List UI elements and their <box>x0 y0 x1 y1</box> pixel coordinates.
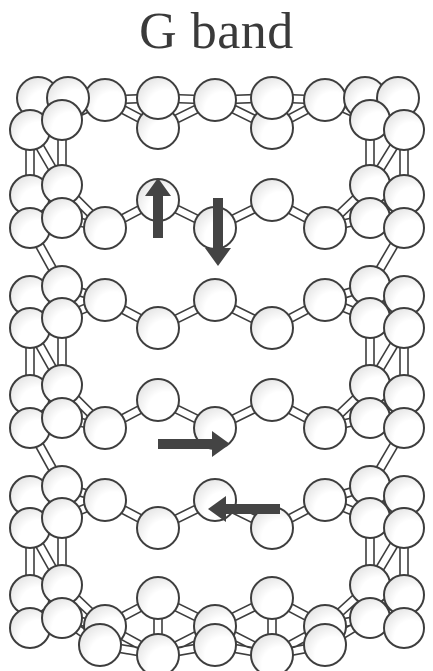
carbon-atom <box>303 478 347 522</box>
carbon-atom <box>136 506 180 550</box>
arrow-right-icon <box>158 431 230 457</box>
carbon-atom <box>250 178 294 222</box>
carbon-atom <box>41 99 83 141</box>
carbon-atom <box>41 597 83 639</box>
carbon-atom <box>136 378 180 422</box>
carbon-atom <box>303 278 347 322</box>
arrow-up-icon <box>145 178 171 238</box>
carbon-atom <box>303 78 347 122</box>
carbon-atom <box>250 576 294 620</box>
carbon-atom <box>383 407 425 449</box>
carbon-atom <box>41 497 83 539</box>
carbon-atom <box>41 397 83 439</box>
carbon-atom <box>83 406 127 450</box>
carbon-atom <box>250 378 294 422</box>
arrow-left-icon <box>208 496 280 522</box>
carbon-atom <box>250 76 294 120</box>
diagram-title: G band <box>139 3 294 60</box>
carbon-atom <box>250 306 294 350</box>
carbon-atom <box>83 278 127 322</box>
carbon-atom <box>193 623 237 667</box>
carbon-atom <box>193 78 237 122</box>
carbon-atom <box>250 633 294 671</box>
carbon-atom <box>193 478 237 522</box>
carbon-atom <box>383 109 425 151</box>
carbon-atom <box>136 576 180 620</box>
carbon-atom <box>136 306 180 350</box>
carbon-atom <box>383 507 425 549</box>
carbon-atom <box>136 76 180 120</box>
carbon-atom <box>303 406 347 450</box>
carbon-atom <box>83 478 127 522</box>
carbon-atom <box>383 607 425 649</box>
carbon-atom <box>193 278 237 322</box>
carbon-atom <box>383 307 425 349</box>
carbon-atom <box>83 206 127 250</box>
carbon-atom <box>41 297 83 339</box>
carbon-atom <box>136 633 180 671</box>
carbon-atom <box>78 623 122 667</box>
carbon-atom <box>303 623 347 667</box>
carbon-atom <box>383 207 425 249</box>
carbon-atom <box>83 78 127 122</box>
arrow-layer <box>145 178 280 522</box>
carbon-atom <box>303 206 347 250</box>
arrow-down-icon <box>205 198 231 266</box>
atom-layer <box>9 76 425 671</box>
carbon-atom <box>41 197 83 239</box>
